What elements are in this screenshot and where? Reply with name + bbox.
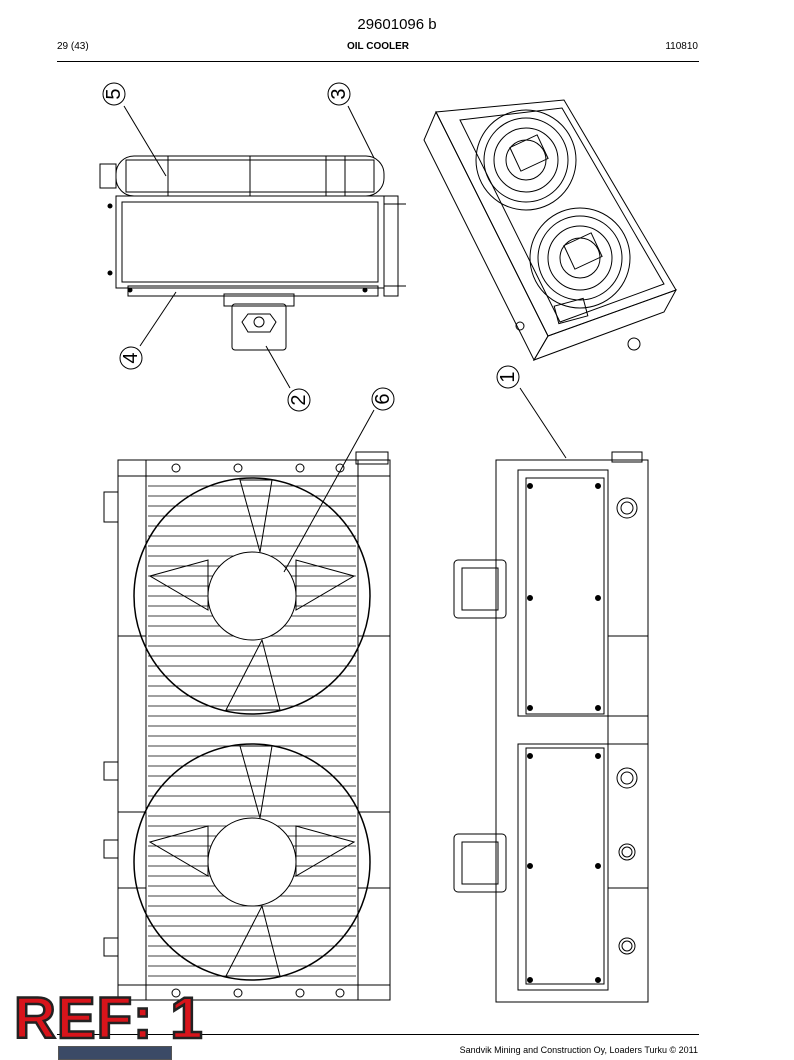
callout-4: 4 xyxy=(120,352,142,363)
ref-stamp: REF: 1 xyxy=(13,986,204,1051)
side-view xyxy=(453,451,649,1003)
callout-3: 3 xyxy=(328,88,350,99)
copyright-footer: Sandvik Mining and Construction Oy, Load… xyxy=(459,1045,698,1055)
callout-1: 1 xyxy=(497,371,519,382)
page-reference: 29 (43) xyxy=(57,41,89,52)
header-rule xyxy=(57,61,699,62)
date-code: 110810 xyxy=(665,41,698,52)
section-title: OIL COOLER xyxy=(346,41,410,52)
callout-circles xyxy=(102,82,520,412)
front-view xyxy=(103,451,391,1001)
callout-5: 5 xyxy=(103,88,125,99)
footer-rule xyxy=(57,1034,699,1035)
callout-6: 6 xyxy=(372,393,394,404)
callout-2: 2 xyxy=(288,394,310,405)
isometric-view xyxy=(423,99,678,362)
top-view xyxy=(99,155,406,351)
callout-leaders xyxy=(123,105,567,573)
document-number: 29601096 b xyxy=(357,16,437,33)
